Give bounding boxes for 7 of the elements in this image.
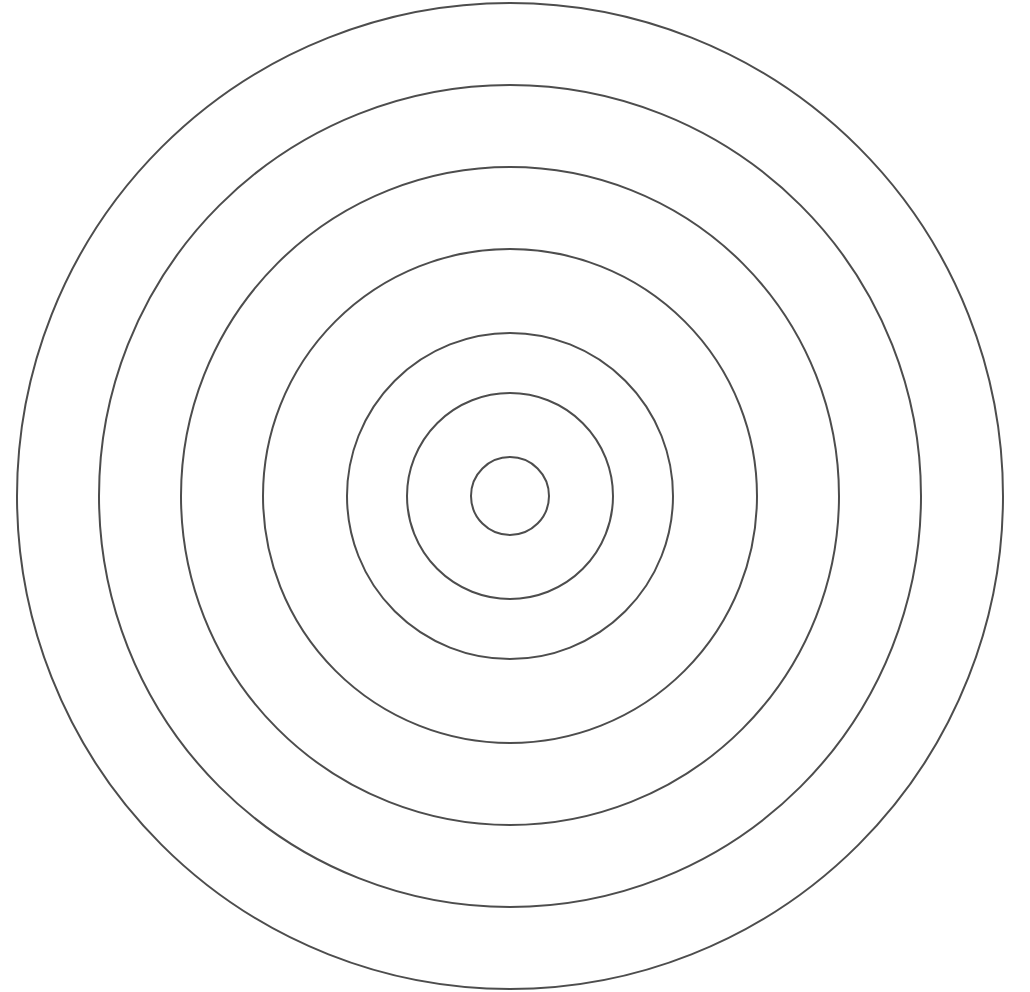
ring-outline: [16, 2, 1004, 990]
ring-outline: [346, 332, 674, 660]
ring-outline: [470, 456, 550, 536]
ring-outline: [262, 248, 758, 744]
ring-outline: [98, 84, 922, 908]
ring-outline: [180, 166, 840, 826]
ring-outline: [406, 392, 614, 600]
